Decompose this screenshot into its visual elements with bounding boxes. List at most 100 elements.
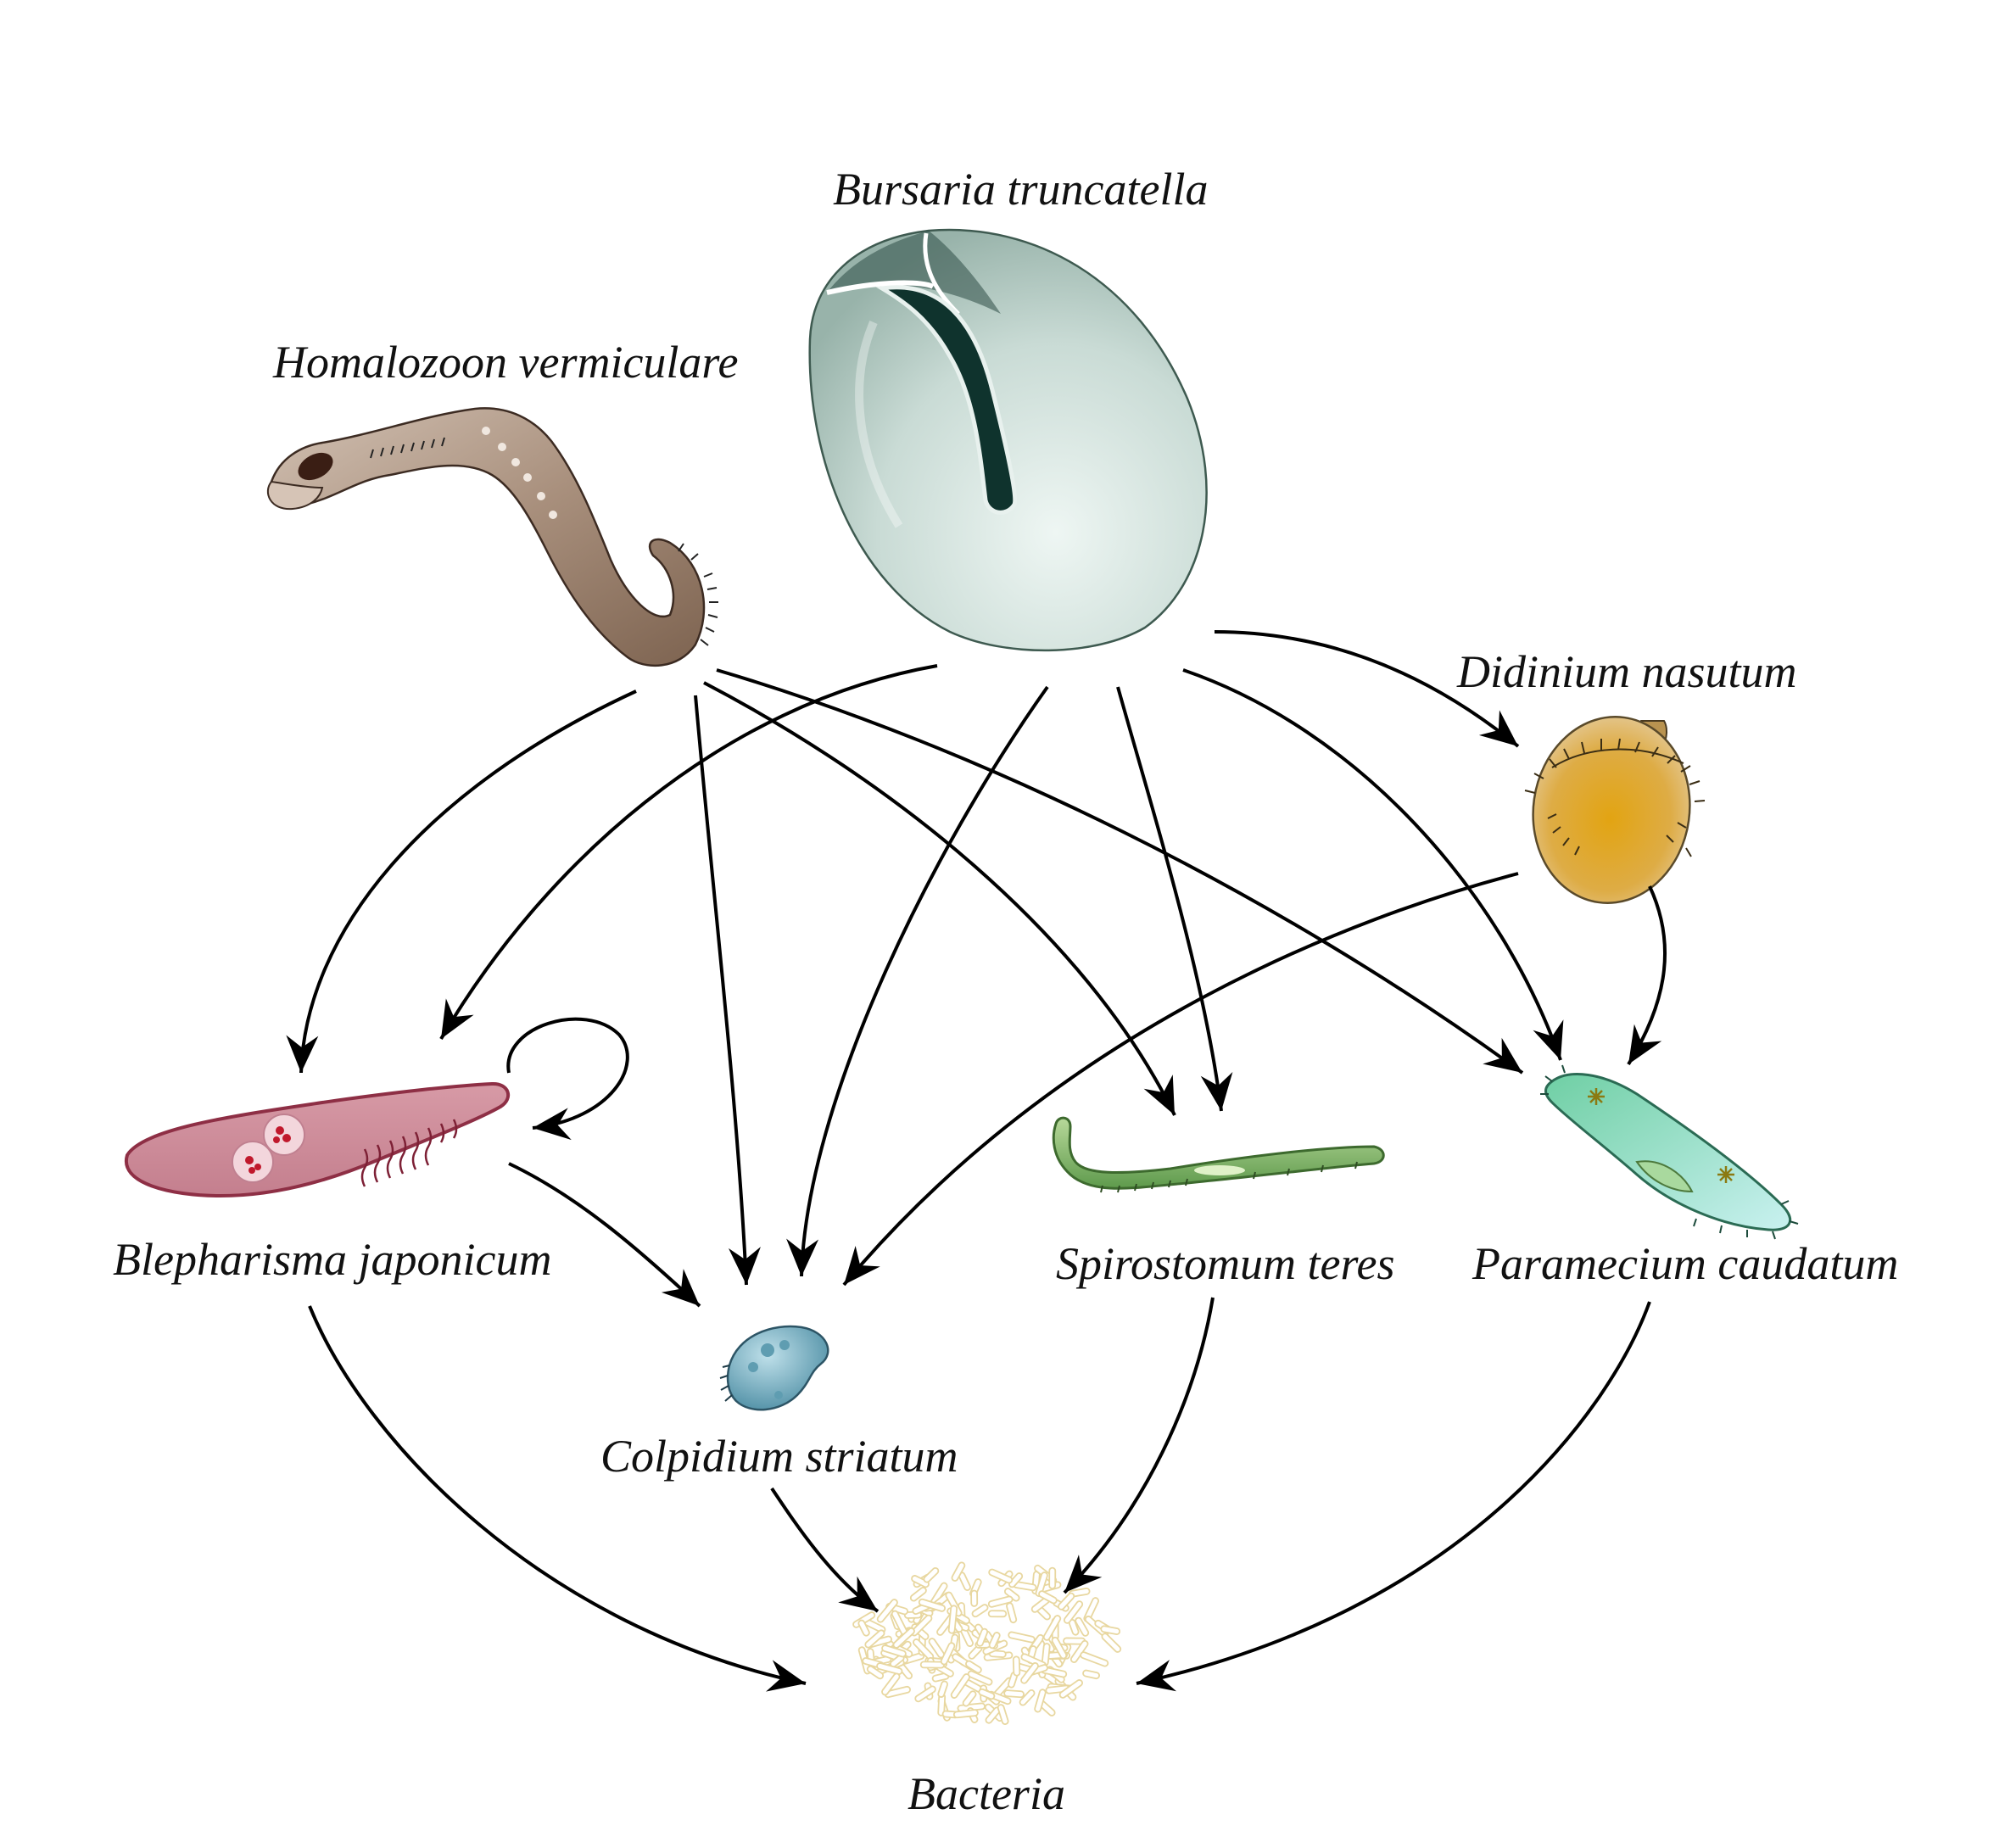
bacterium-rod [1057,1592,1075,1610]
bacterium-rod [940,1642,956,1666]
bacterium-rod [937,1680,948,1698]
arrow-head [1064,1555,1103,1593]
arrow-bursaria-to-spirostomum [1116,686,1233,1112]
bacterium-rod [876,1599,898,1623]
arrow-line [716,668,1524,1075]
label-blepharisma: Blepharisma japonicum [113,1234,552,1285]
bacterium-rod [1051,1636,1068,1660]
arrow-line [800,685,1049,1277]
arrow-head [1136,1660,1177,1692]
bacterium-rod [1019,1689,1036,1706]
bacterium-rod [1048,1566,1057,1590]
bacteria-icon [852,1561,1122,1725]
arrow-line [842,872,1519,1287]
label-paramecium: Paramecium caudatum [1472,1238,1899,1289]
bacterium-rod [1003,1689,1025,1699]
arrow-line [1116,686,1223,1112]
arrow-colpidium-to-bacteria [770,1487,880,1613]
bacterium-rod [947,1605,958,1634]
bacterium-rod [881,1672,901,1696]
bacterium-rod [1063,1600,1084,1624]
arrow-blepharisma-to-blepharisma [506,1017,629,1141]
arrow-didinium-to-colpidium [842,872,1519,1287]
label-colpidium: Colpidium striatum [600,1431,958,1482]
blepharisma-icon [124,1081,511,1198]
bacterium-rod [987,1610,1008,1618]
bacterium-rod [911,1575,930,1588]
arrow-line [1182,668,1562,1061]
arrow-head [1200,1071,1233,1111]
bacterium-rod [1008,1631,1036,1644]
arrow-line [694,695,748,1286]
bacterium-rod [857,1619,870,1637]
label-spirostomum: Spirostomum teres [1056,1238,1395,1289]
label-bursaria: Bursaria truncatella [833,164,1209,215]
bacterium-rod [971,1604,989,1618]
arrow-line [1214,630,1520,748]
arrow-homalozoon-to-paramecium [716,668,1524,1075]
homalozoon-icon [267,407,718,667]
arrow-line [1136,1301,1651,1685]
bacterium-rod [866,1665,885,1680]
arrow-homalozoon-to-blepharisma [286,689,637,1074]
arrow-head [533,1108,572,1141]
arrow-line [506,1017,629,1130]
bacterium-rod [1006,1602,1018,1624]
arrow-paramecium-to-bacteria [1136,1301,1651,1692]
bacterium-rod [970,1589,979,1607]
bacterium-rod [1080,1651,1109,1667]
bacterium-rod [1038,1590,1058,1605]
label-bacteria: Bacteria [907,1768,1065,1819]
arrow-didinium-to-paramecium [1627,885,1667,1066]
arrow-bursaria-to-blepharisma [439,664,938,1041]
bacterium-rod [1020,1662,1039,1684]
bacterium-rod [1075,1616,1090,1637]
bacterium-rod [1058,1679,1083,1699]
arrow-spirostomum-to-bacteria [1063,1297,1215,1594]
label-didinium: Didinium nasutum [1457,646,1797,697]
bacterium-rod [892,1627,915,1649]
arrow-head [844,1246,880,1285]
bursaria-icon [808,228,1208,652]
bacterium-rod [952,1709,979,1719]
arrow-line [1063,1297,1215,1594]
bacterium-rod [950,1673,970,1699]
arrow-head [1143,1075,1175,1115]
arrow-head [786,1238,819,1276]
bacterium-rod [923,1566,940,1583]
arrow-head [1478,710,1518,746]
bacterium-rod [1012,1655,1021,1677]
arrow-blepharisma-to-bacteria [308,1305,807,1692]
bacterium-rod [918,1598,947,1612]
bacterium-rod [1008,1572,1024,1588]
arrow-line [508,1162,701,1308]
bacterium-rod [1100,1625,1121,1635]
arrow-head [838,1576,878,1611]
bacterium-rod [987,1595,1014,1608]
bacterium-rod [978,1688,996,1700]
bacterium-rod [988,1632,1001,1650]
arrow-homalozoon-to-colpidium [694,695,761,1286]
bacterium-rod [1042,1615,1062,1641]
arrow-head [1533,1019,1564,1060]
bacterium-rod [962,1690,977,1707]
bacterium-rod [1082,1669,1100,1680]
bacterium-rod [965,1660,982,1674]
bacterium-rod [914,1685,936,1703]
label-homalozoon: Homalozoon vermiculare [273,337,739,388]
bacterium-rod [1101,1633,1122,1653]
arrow-head [661,1269,700,1306]
bacterium-rod [864,1629,885,1649]
arrow-blepharisma-to-colpidium [508,1162,701,1308]
feeding-links [286,630,1667,1692]
bacterium-rod [909,1587,927,1602]
arrow-head [766,1660,806,1692]
bacterium-rod [876,1662,903,1676]
arrow-line [299,689,637,1074]
bacterium-rod [997,1704,1009,1725]
spirostomum-icon [1052,1116,1385,1193]
arrow-bursaria-to-colpidium [786,685,1049,1277]
bacterium-rod [945,1591,963,1617]
arrow-head [286,1035,319,1073]
